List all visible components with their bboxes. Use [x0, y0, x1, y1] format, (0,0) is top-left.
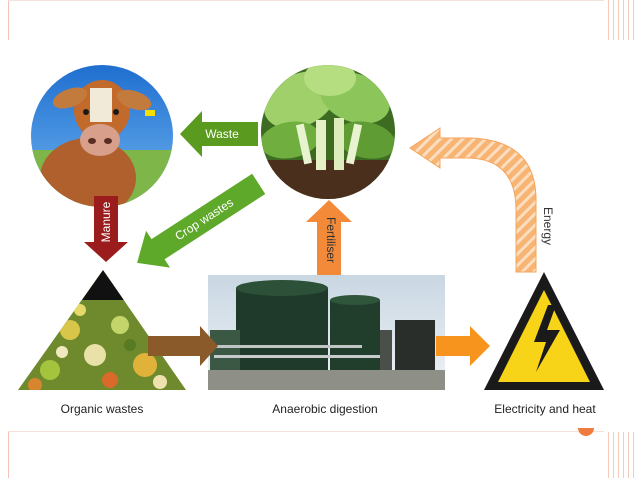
- manure-arrow: Manure: [84, 196, 128, 262]
- slide-border-left-top: [0, 0, 9, 40]
- anaerobic-digestion-image: [208, 275, 445, 390]
- plant-image: [261, 65, 395, 199]
- slide-border-right-bottom: [604, 432, 638, 478]
- organic-wastes-caption: Organic wastes: [60, 402, 144, 416]
- digestion-to-electricity-arrow: [436, 326, 490, 366]
- slide-rule-top: [8, 0, 604, 1]
- energy-arrow: Energy: [409, 127, 555, 273]
- anaerobic-digestion-caption: Anaerobic digestion: [272, 402, 378, 416]
- organic-waste-heap-image: [18, 270, 186, 390]
- slide-rule-bottom: [8, 431, 604, 432]
- manure-arrow-label: Manure: [99, 201, 113, 242]
- slide-border-right-top: [604, 0, 638, 40]
- slide-accent-dot: [578, 428, 594, 436]
- waste-arrow-label: Waste: [205, 127, 239, 141]
- electricity-warning-sign-icon: [484, 272, 604, 390]
- fertiliser-arrow-label: Fertiliser: [324, 217, 338, 263]
- crop-wastes-arrow-label: Crop wastes: [172, 195, 236, 243]
- heap-to-digestion-arrow: [148, 326, 218, 366]
- cow-image: [31, 65, 173, 207]
- waste-arrow: Waste: [180, 111, 258, 157]
- energy-arrow-label: Energy: [541, 207, 555, 245]
- slide-border-left-bottom: [0, 432, 9, 478]
- fertiliser-arrow: Fertiliser: [306, 200, 352, 275]
- electricity-and-heat-caption: Electricity and heat: [494, 402, 596, 416]
